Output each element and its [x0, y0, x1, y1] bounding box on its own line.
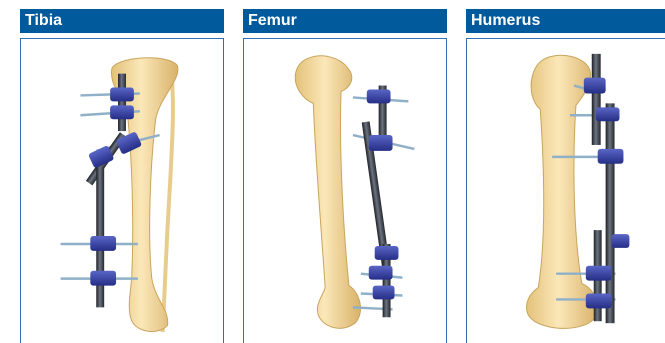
clamp	[367, 90, 391, 104]
panel-title: Tibia	[20, 9, 224, 33]
clamp	[110, 105, 134, 119]
clamp	[596, 107, 620, 121]
clamp	[586, 266, 612, 281]
rod	[592, 54, 601, 145]
panel-title: Femur	[243, 9, 447, 33]
humerus-fixator-illustration	[467, 39, 665, 343]
clamp	[90, 236, 116, 251]
clamp	[584, 78, 606, 94]
rod	[118, 74, 126, 131]
clamp	[375, 246, 399, 260]
panel-frame	[466, 38, 665, 343]
clamp	[90, 271, 116, 286]
panel-frame	[243, 38, 447, 343]
tibia-fixator-illustration	[21, 39, 223, 343]
clamp	[598, 149, 624, 164]
clamp	[369, 135, 393, 151]
femur-fixator-illustration	[244, 39, 446, 343]
femur-bone	[295, 56, 360, 329]
panel-title: Humerus	[466, 9, 665, 33]
clamp	[110, 88, 134, 102]
rod	[606, 103, 615, 323]
clamp	[586, 293, 612, 308]
clamp	[612, 234, 630, 248]
clamp	[369, 266, 393, 280]
fibula-shape	[163, 62, 173, 332]
clamp	[373, 286, 395, 300]
panel-frame	[20, 38, 224, 343]
humerus-bone	[527, 55, 598, 328]
